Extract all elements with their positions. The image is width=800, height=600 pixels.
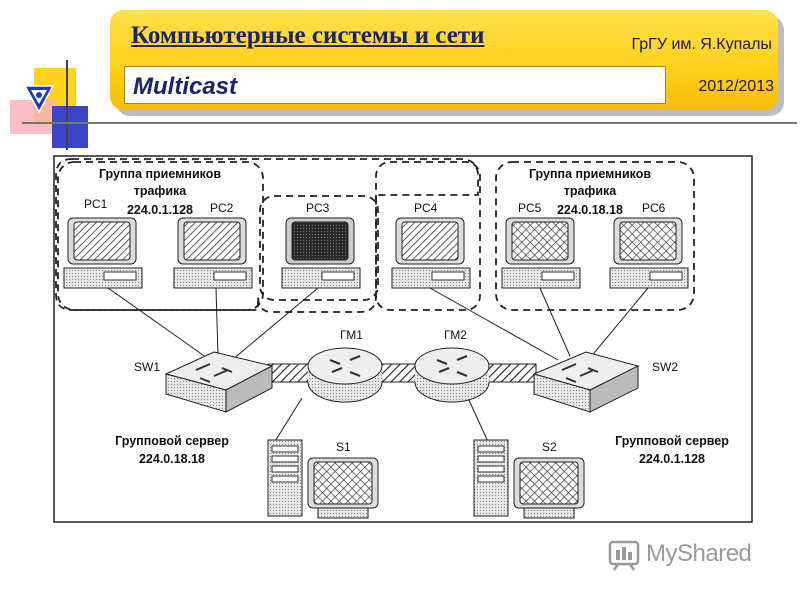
- group1-title-line1: Группа приемников: [98, 167, 222, 181]
- pc5-computer: [501, 217, 581, 289]
- deco-horizontal-line: [22, 122, 797, 124]
- link-gm2-sw2: [483, 363, 537, 383]
- group1-title-line2: трафика: [133, 184, 187, 198]
- switch-sw2: [532, 351, 640, 413]
- group-area-224-0-1-128: [55, 158, 479, 313]
- group-area-left: [57, 161, 264, 311]
- server-s2: [473, 439, 585, 519]
- pc4-computer: [391, 217, 471, 289]
- server-s1: [267, 439, 379, 519]
- group-server1-label: Групповой сервер: [115, 434, 229, 448]
- pc-links: [107, 287, 649, 447]
- myshared-logo-icon: [608, 540, 640, 571]
- router-gm1: [307, 347, 383, 403]
- academic-year: 2012/2013: [698, 78, 774, 95]
- pc2-computer: [173, 217, 253, 289]
- deco-blue-square: [52, 106, 88, 148]
- group-area-224-0-18-18: [495, 161, 695, 311]
- pc3-area: [259, 195, 379, 301]
- gm2-label: ГМ2: [444, 328, 467, 342]
- pc3-label: PC3: [306, 201, 330, 215]
- group-server1-address: 224.0.18.18: [138, 452, 206, 466]
- group-server2-label: Групповой сервер: [615, 434, 729, 448]
- subtitle-box: [124, 66, 666, 104]
- s2-label: S2: [542, 440, 557, 454]
- group2-title-line1: Группа приемников: [528, 167, 652, 181]
- pc1-label: PC1: [84, 197, 108, 211]
- university-name: ГрГУ им. Я.Купалы: [631, 36, 772, 53]
- pc5-label: PC5: [518, 201, 542, 215]
- pc4-label: PC4: [414, 201, 438, 215]
- sw1-label: SW1: [134, 360, 161, 374]
- gm1-label: ГМ1: [340, 328, 363, 342]
- slide-subtitle: Multicast: [133, 73, 238, 100]
- pc3-computer: [281, 217, 361, 289]
- pc6-computer: [609, 217, 689, 289]
- pc4-area: [375, 161, 481, 311]
- diagram-frame: [53, 155, 753, 523]
- group-server2-address: 224.0.1.128: [638, 452, 706, 466]
- deco-vertical-line: [66, 60, 68, 150]
- group1-address: 224.0.1.128: [126, 203, 194, 217]
- pc6-label: PC6: [642, 201, 666, 215]
- university-logo-icon: [23, 85, 55, 114]
- pc2-label: PC2: [210, 201, 234, 215]
- s1-label: S1: [336, 440, 351, 454]
- sw2-label: SW2: [652, 360, 679, 374]
- group2-title-line2: трафика: [563, 184, 617, 198]
- watermark-text: MyShared: [646, 540, 752, 567]
- deco-pink-square: [10, 100, 56, 134]
- router-gm2: [414, 347, 490, 403]
- group2-address: 224.0.18.18: [556, 203, 624, 217]
- switch-sw1: [164, 351, 274, 413]
- slide-title: Компьютерные системы и сети: [131, 22, 485, 49]
- pc1-computer: [63, 217, 143, 289]
